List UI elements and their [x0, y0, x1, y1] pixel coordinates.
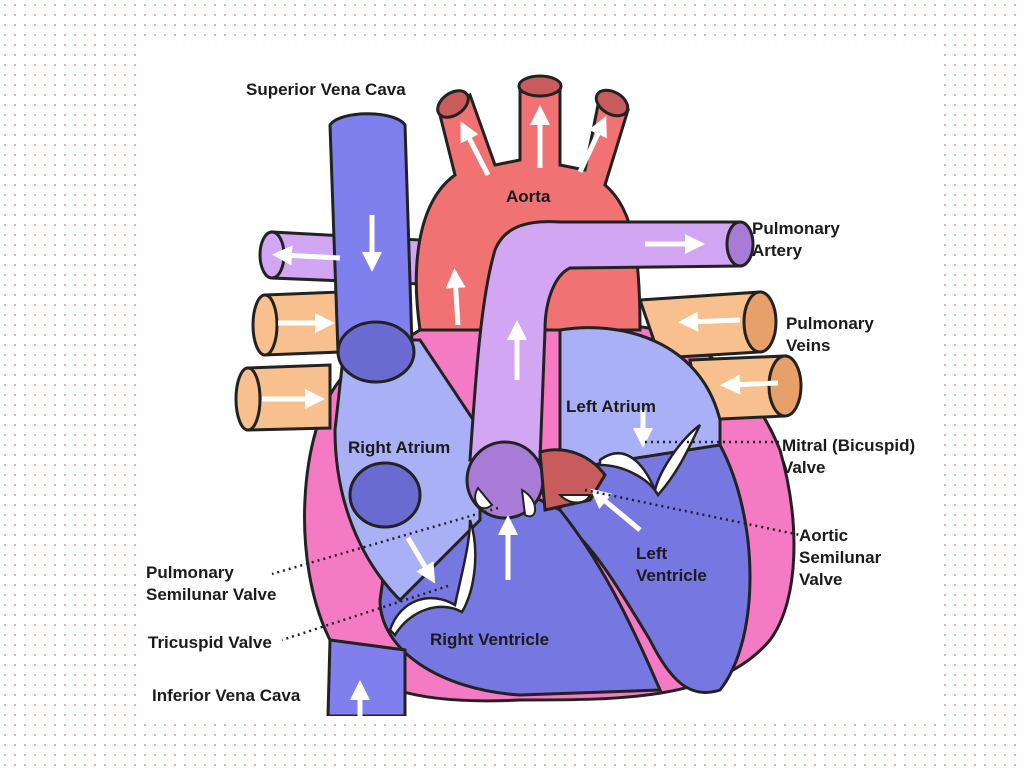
label-superior-vena-cava: Superior Vena Cava	[246, 80, 406, 99]
label-pulmonary-artery-line1: Pulmonary	[752, 219, 840, 238]
label-inferior-vena-cava: Inferior Vena Cava	[152, 686, 301, 705]
heart-diagram	[234, 74, 803, 716]
label-aortic-valve-line2: Semilunar	[799, 548, 882, 567]
tricuspid-valve	[388, 519, 477, 638]
label-aorta: Aorta	[506, 187, 551, 206]
label-tricuspid-valve: Tricuspid Valve	[148, 633, 272, 652]
left-atrium	[558, 326, 722, 472]
label-mitral-valve-line2: Valve	[782, 458, 826, 477]
label-pulmonary-veins-line1: Pulmonary	[786, 314, 874, 333]
diagram-card	[140, 40, 938, 716]
label-right-atrium: Right Atrium	[348, 438, 451, 457]
label-aortic-valve-line1: Aortic	[799, 526, 849, 545]
label-left-atrium: Left Atrium	[566, 397, 657, 416]
label-left-ventricle-line1: Left	[636, 544, 668, 563]
label-right-ventricle: Right Ventricle	[430, 630, 550, 649]
label-pulmonary-artery-line2: Artery	[752, 241, 803, 260]
label-left-ventricle-line2: Ventricle	[636, 566, 707, 585]
label-aortic-valve-line3: Valve	[799, 570, 843, 589]
label-pulmonary-semilunar-line1: Pulmonary	[146, 563, 234, 582]
label-pulmonary-veins-line2: Veins	[786, 336, 831, 355]
pulmonary-artery-trunk	[468, 220, 742, 462]
inferior-vena-cava	[326, 638, 407, 716]
label-mitral-valve-line1: Mitral (Bicuspid)	[782, 436, 916, 455]
mitral-valve	[598, 424, 702, 498]
leader-lines	[271, 440, 801, 642]
label-pulmonary-semilunar-line2: Semilunar Valve	[146, 585, 277, 604]
pulmonary-veins-left	[234, 290, 342, 432]
flow-arrows	[262, 105, 779, 716]
